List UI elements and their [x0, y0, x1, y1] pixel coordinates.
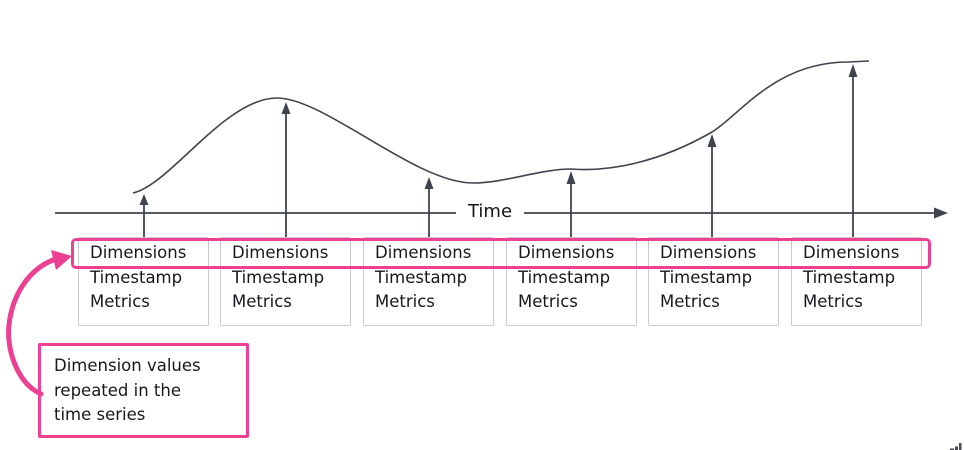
record-dimensions: Dimensions — [660, 243, 757, 262]
record-metrics: Metrics — [90, 292, 150, 311]
record-box-3: Dimensions Timestamp Metrics — [363, 237, 494, 326]
callout-box: Dimension values repeated in the time se… — [38, 343, 249, 438]
record-box-2: Dimensions Timestamp Metrics — [220, 237, 351, 326]
record-timestamp: Timestamp — [803, 267, 896, 287]
callout-line: Dimension values — [54, 356, 201, 375]
record-box-4: Dimensions Timestamp Metrics — [506, 237, 637, 326]
data-point-arrow-2 — [281, 102, 291, 237]
data-point-arrow-3 — [424, 177, 434, 237]
record-metrics: Metrics — [803, 292, 863, 311]
record-dimensions: Dimensions — [90, 243, 187, 262]
dimensions-highlight-rect — [71, 238, 931, 269]
data-point-arrow-1 — [139, 194, 149, 237]
record-dimensions: Dimensions — [518, 243, 615, 262]
record-timestamp: Timestamp — [518, 267, 611, 287]
callout-line: repeated in the — [54, 380, 182, 400]
data-point-arrow-6 — [848, 64, 858, 237]
callout-line: time series — [54, 405, 146, 424]
data-point-arrow-5 — [707, 134, 717, 237]
record-dimensions: Dimensions — [232, 243, 329, 262]
time-series-curve — [132, 60, 870, 194]
record-metrics: Metrics — [518, 292, 578, 311]
record-box-6: Dimensions Timestamp Metrics — [791, 237, 922, 326]
record-timestamp: Timestamp — [660, 267, 753, 287]
corner-artifact — [950, 443, 962, 450]
record-timestamp: Timestamp — [90, 267, 183, 287]
callout-arrowhead-icon — [51, 250, 72, 270]
record-metrics: Metrics — [660, 292, 720, 311]
record-box-5: Dimensions Timestamp Metrics — [648, 237, 779, 326]
data-point-arrow-4 — [566, 171, 576, 237]
record-box-1: Dimensions Timestamp Metrics — [78, 237, 209, 326]
time-axis-label: Time — [456, 200, 524, 224]
record-timestamp: Timestamp — [375, 267, 468, 287]
time-axis-arrowhead-icon — [934, 207, 948, 219]
record-dimensions: Dimensions — [803, 243, 900, 262]
record-timestamp: Timestamp — [232, 267, 325, 287]
record-metrics: Metrics — [375, 292, 435, 311]
record-dimensions: Dimensions — [375, 243, 472, 262]
record-metrics: Metrics — [232, 292, 292, 311]
